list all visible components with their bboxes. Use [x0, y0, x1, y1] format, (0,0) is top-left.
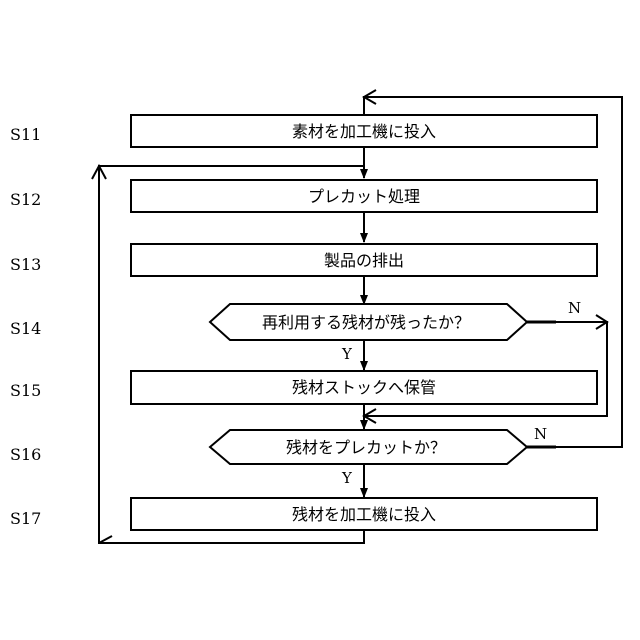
step-label-s15: S15	[10, 381, 41, 400]
step-label-s17: S17	[10, 509, 41, 528]
loop-bottom-arrowhead	[99, 536, 112, 543]
step-label-s12: S12	[10, 190, 41, 209]
loop-s17-to-s12	[99, 166, 364, 543]
step-label-s13: S13	[10, 255, 41, 274]
node-s17: 残材を加工機に投入	[131, 498, 597, 530]
node-s14: 再利用する残材が残ったか？	[210, 304, 527, 340]
node-s13-text: 製品の排出	[324, 251, 404, 270]
label-s16-yes: Y	[341, 469, 353, 487]
node-s16: 残材をプレカットか？	[210, 430, 527, 464]
node-s15: 残材ストックへ保管	[131, 371, 597, 404]
node-s17-text: 残材を加工機に投入	[292, 505, 436, 524]
node-s12: プレカット処理	[131, 180, 597, 212]
label-s14-no: N	[568, 299, 581, 317]
node-s11: 素材を加工機に投入	[131, 115, 597, 147]
node-s16-text: 残材をプレカットか？	[286, 438, 446, 457]
step-label-s11: S11	[10, 125, 41, 144]
node-s15-text: 残材ストックへ保管	[292, 378, 436, 397]
step-label-s16: S16	[10, 445, 41, 464]
node-s13: 製品の排出	[131, 244, 597, 276]
step-label-s14: S14	[10, 319, 41, 338]
label-s16-no: N	[534, 425, 547, 443]
label-s14-yes: Y	[341, 345, 353, 363]
node-s12-text: プレカット処理	[308, 187, 420, 206]
node-s14-text: 再利用する残材が残ったか？	[262, 313, 470, 332]
node-s11-text: 素材を加工機に投入	[292, 122, 436, 141]
